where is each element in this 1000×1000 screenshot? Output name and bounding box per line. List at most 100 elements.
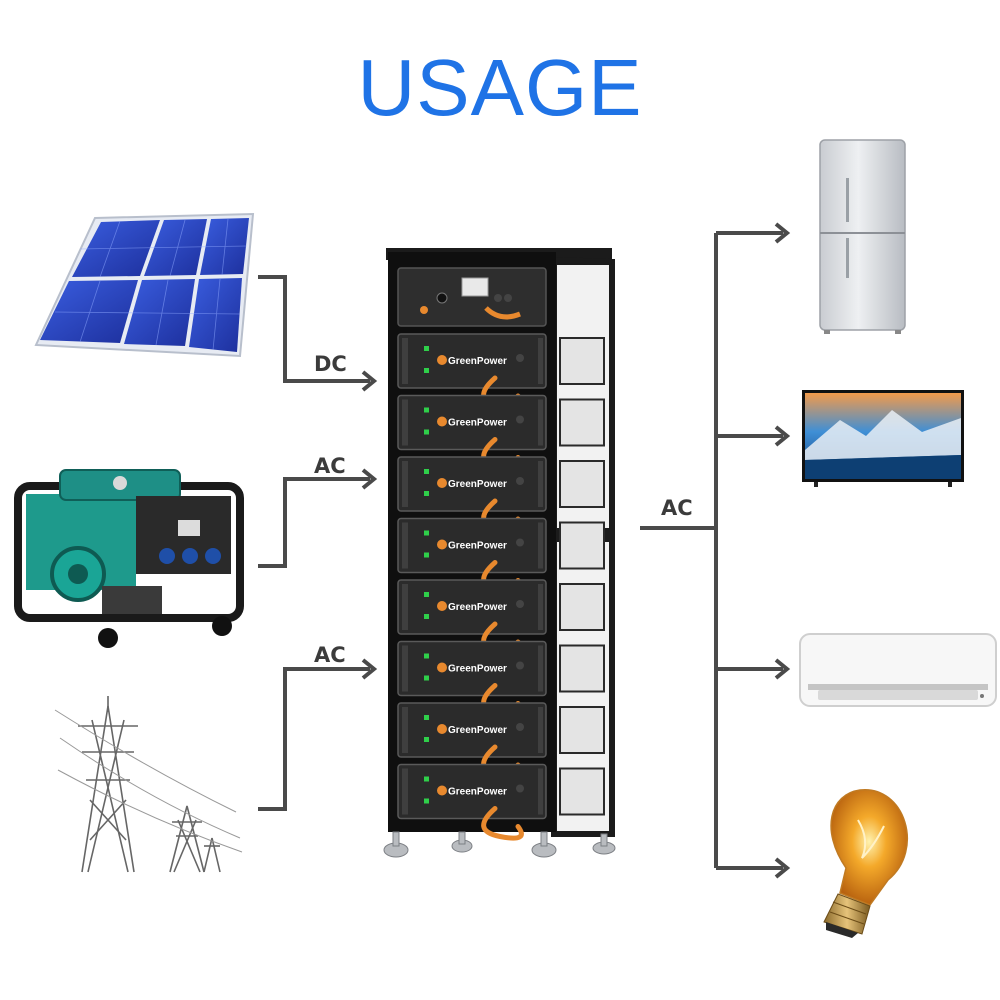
brand-logo-icon: [437, 724, 447, 734]
status-led-icon: [424, 592, 429, 597]
battery-module: GreenPower: [397, 763, 547, 841]
status-led-icon: [424, 429, 429, 435]
brand-logo-icon: [437, 539, 447, 550]
interconnect-cable: [481, 806, 524, 841]
solar-arrow: [258, 275, 370, 383]
module-case: [397, 640, 547, 697]
ac-label-output: AC: [661, 496, 693, 520]
module-case: [397, 456, 547, 512]
rack-side-slot: [559, 644, 605, 693]
status-led-icon: [424, 798, 429, 804]
module-case: [397, 579, 547, 635]
module-handle: [402, 338, 408, 384]
module-handle: [538, 645, 543, 692]
module-brand-label: GreenPower: [448, 479, 507, 490]
tv-arrowhead: [774, 425, 791, 447]
brand-logo-icon: [437, 601, 447, 611]
module-handle: [402, 707, 408, 753]
terminal-icon: [516, 784, 524, 793]
module-brand-label: GreenPower: [448, 725, 507, 736]
module-case: [397, 333, 547, 389]
terminal-icon: [516, 354, 524, 362]
battery-module: GreenPower: [397, 640, 547, 718]
terminal-icon: [516, 723, 524, 731]
rack-side-slot: [559, 583, 605, 631]
generator-arrow: [258, 477, 370, 568]
status-led-icon: [424, 346, 429, 351]
dc-label: DC: [314, 352, 347, 376]
status-led-icon: [424, 675, 429, 681]
module-brand-label: GreenPower: [448, 602, 507, 613]
terminal-icon: [516, 477, 524, 485]
brand-logo-icon: [437, 785, 447, 796]
air-conditioner-icon: [799, 633, 997, 707]
ac-label-generator: AC: [314, 454, 346, 478]
module-brand-label: GreenPower: [448, 541, 507, 552]
rack-feet: [383, 831, 616, 858]
module-case: [397, 763, 547, 820]
module-handle: [538, 399, 543, 446]
module-case: [397, 702, 547, 758]
fridge-arrowhead: [774, 222, 791, 244]
module-handle: [538, 338, 543, 384]
rack-side-slot: [559, 706, 605, 754]
brand-logo-icon: [437, 662, 447, 673]
module-handle: [402, 645, 408, 692]
module-brand-label: GreenPower: [448, 418, 507, 429]
rack-slot-frames: [559, 337, 605, 816]
status-led-icon: [424, 552, 429, 558]
module-case: [397, 517, 547, 574]
bulb-arrowhead: [774, 857, 791, 879]
module-handle: [402, 584, 408, 630]
battery-rack: GreenPowerGreenPowerGreenPowerGreenPower…: [383, 248, 616, 858]
module-handle: [402, 461, 408, 507]
status-led-icon: [424, 530, 429, 536]
light-bulb-icon: [823, 789, 908, 938]
status-led-icon: [424, 614, 429, 619]
rack-side-slot: [559, 521, 605, 570]
rack-side-slot: [559, 460, 605, 508]
module-case: [397, 394, 547, 451]
module-handle: [402, 399, 408, 446]
status-led-icon: [424, 715, 429, 720]
status-led-icon: [424, 776, 429, 782]
ac-unit-arrowhead: [774, 658, 791, 680]
ac-label-grid: AC: [314, 643, 346, 667]
status-led-icon: [424, 737, 429, 742]
grid-arrowhead: [361, 658, 378, 680]
terminal-icon: [516, 415, 524, 424]
output-arrows: [640, 222, 791, 879]
input-arrows: [258, 275, 378, 811]
grid-arrow: [258, 667, 370, 811]
terminal-icon: [516, 661, 524, 670]
module-brand-label: GreenPower: [448, 787, 507, 798]
brand-logo-icon: [437, 355, 447, 365]
brand-logo-icon: [437, 416, 447, 427]
power-grid-icon: [54, 696, 243, 873]
page-title: USAGE: [357, 43, 643, 132]
rack-side-slot: [559, 767, 605, 816]
module-handle: [538, 522, 543, 569]
bms-controller-module: [397, 267, 547, 327]
module-handle: [538, 707, 543, 753]
status-led-icon: [424, 653, 429, 659]
solar-arrowhead: [361, 370, 378, 392]
module-handle: [538, 461, 543, 507]
battery-module: GreenPower: [397, 702, 547, 780]
battery-module: GreenPower: [397, 394, 547, 472]
generator-arrowhead: [361, 468, 378, 490]
status-led-icon: [424, 469, 429, 474]
module-handle: [402, 768, 408, 815]
solar-panel-icon: [34, 212, 255, 358]
rack-side-slot: [559, 398, 605, 447]
terminal-icon: [516, 538, 524, 547]
battery-module: GreenPower: [397, 456, 547, 534]
module-brand-label: GreenPower: [448, 664, 507, 675]
refrigerator-icon: [819, 139, 906, 334]
television-icon: [802, 390, 964, 487]
module-handle: [402, 522, 408, 569]
rack-side-slot: [559, 337, 605, 385]
module-brand-label: GreenPower: [448, 356, 507, 367]
